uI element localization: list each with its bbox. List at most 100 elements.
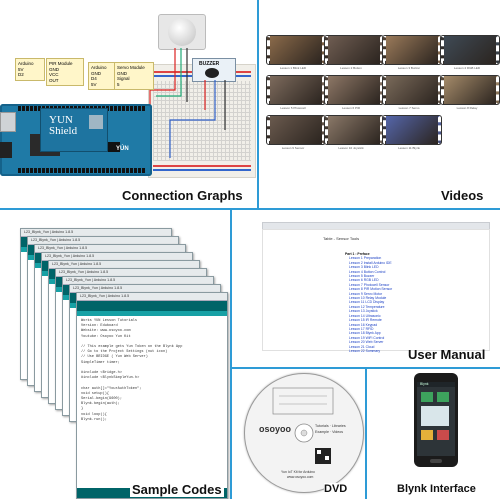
pin-label-line: GND	[91, 70, 101, 76]
video-thumbnail-caption: Lesson 7 Servo	[398, 106, 420, 110]
dvd-panel: osoyoo Tutorials · Libraries Example · V…	[232, 369, 365, 499]
pin-label-line: OUT	[49, 77, 59, 83]
toc-link[interactable]: Lesson 6 RGB LED	[349, 278, 379, 283]
ide-tab-strip	[77, 311, 227, 316]
toc-link[interactable]: Lesson 20 Web Server	[349, 340, 384, 345]
toc-link[interactable]: Lesson 19 WiFi Control	[349, 335, 385, 340]
code-line: #include <Bridge.h>	[81, 371, 122, 376]
pin-label-pir: PIR Module GND VCC OUT	[46, 58, 84, 86]
video-thumbnail-caption: Lesson 3 Buzzer	[397, 66, 421, 70]
buzzer-label: BUZZER	[199, 61, 220, 67]
video-thumbnail-caption: Lesson 5 Photocell	[280, 106, 306, 110]
video-thumbnail[interactable]	[266, 35, 326, 65]
toc-link[interactable]: Lesson 22 Summary	[349, 348, 381, 353]
toc-link[interactable]: Lesson 3 Blink LED	[349, 265, 379, 270]
buzzer-module: BUZZER	[192, 58, 236, 82]
video-thumbnail[interactable]	[440, 75, 500, 105]
videos-caption: Videos	[441, 188, 484, 203]
code-line: Blynk.run();	[81, 417, 107, 422]
toc-link[interactable]: Lesson 16 Keypad	[349, 322, 378, 327]
code-line: Youtube: Osoyoo Yun Kit	[81, 334, 131, 339]
blynk-interface-caption: Blynk Interface	[397, 483, 476, 495]
divider-horizontal-top	[0, 208, 500, 210]
code-line: #include <BlynkSimpleYun.h>	[81, 376, 140, 381]
pin-label-arduino-1: Arduino 5V D2	[15, 58, 45, 81]
pin-label-arduino-2: Arduino GND D4 5V	[88, 62, 116, 90]
sample-codes-caption: Sample Codes	[130, 482, 224, 497]
toc-link[interactable]: Lesson 1 Preparation	[349, 256, 382, 261]
toc-link[interactable]: Lesson 9 Servo Motor	[349, 291, 383, 296]
dvd-bottom-line: Yun IoT Kit for Arduino	[281, 470, 315, 474]
code-line: // This example gets Yun Token on the Bl…	[81, 345, 183, 350]
code-line: Website: www.osoyoo.com	[81, 329, 131, 334]
toc-link[interactable]: Lesson 10 Relay Module	[349, 296, 387, 301]
pin-label-line: D2	[18, 72, 24, 77]
code-line: SimpleTimer timer;	[81, 360, 120, 365]
connection-graphs-caption: Connection Graphs	[122, 188, 243, 203]
pin-label-line: D4	[91, 76, 97, 81]
pin-label-line: 5V	[91, 81, 97, 87]
toc-link[interactable]: Lesson 18 Blynk App	[349, 331, 381, 336]
video-thumbnail-caption: Lesson 9 Sensor	[281, 146, 305, 150]
toc-heading: Part 1 : Preface	[345, 252, 370, 256]
toc-link[interactable]: Lesson 12 Temperature	[349, 304, 385, 309]
ide-toolbar	[77, 301, 227, 311]
video-thumbnail[interactable]	[266, 75, 326, 105]
pin-label-line: GND	[117, 70, 127, 76]
phone-screen: Blynk	[417, 382, 455, 456]
video-thumbnail-caption: Lesson 11 Blynk	[398, 146, 420, 150]
toc-link[interactable]: Lesson 5 Buzzer	[349, 274, 375, 279]
blynk-panel: Blynk Blynk Interface	[367, 369, 500, 499]
video-thumbnail[interactable]	[382, 115, 442, 145]
toc-link[interactable]: Lesson 14 Ultrasonic	[349, 313, 381, 318]
toc-link[interactable]: Lesson 2 Install Arduino IDE	[349, 260, 392, 265]
toc-link[interactable]: Lesson 17 RFID	[349, 326, 374, 331]
toc-link[interactable]: Lesson 8 PIR Motion Sensor	[349, 287, 393, 292]
code-line: Blynk.begin(auth);	[81, 402, 120, 407]
dvd-line-art	[272, 387, 334, 464]
user-manual-caption: User Manual	[408, 347, 486, 362]
pin-label-line: Signal	[117, 76, 130, 81]
toc-link[interactable]: Lesson 4 Button Control	[349, 269, 386, 274]
code-line: }	[81, 407, 84, 412]
divider-vertical-bottom	[365, 369, 367, 499]
video-thumbnail[interactable]	[382, 35, 442, 65]
code-line: // Go to the Project Settings (nut icon)	[81, 350, 168, 355]
connection-graphs-panel: BUZZER Arduino 5V D2 PIR Module GND VCC …	[0, 0, 257, 208]
shield-name: YUN Shield	[49, 114, 78, 137]
toc-link[interactable]: Lesson 11 LCD Display	[349, 300, 385, 305]
toc-link[interactable]: Lesson 21 Cloud	[349, 344, 375, 349]
video-thumbnail[interactable]	[324, 35, 384, 65]
toc-link[interactable]: Lesson 7 Photocell Sensor	[349, 282, 390, 287]
video-thumbnail[interactable]	[324, 75, 384, 105]
manual-header: Table - Sensor Tools	[323, 236, 360, 241]
video-thumbnail-caption: Lesson 6 PIR	[341, 106, 360, 110]
smartphone: Blynk	[414, 373, 458, 467]
video-thumbnail[interactable]	[324, 115, 384, 145]
dvd-brand: osoyoo	[259, 424, 292, 434]
ide-window-title: L23_Blynk_Yun | Arduino 1.8.5	[77, 293, 227, 301]
pir-sensor	[158, 14, 206, 50]
video-thumbnail[interactable]	[440, 35, 500, 65]
pin-label-line: VCC	[49, 72, 59, 77]
dvd-disc: osoyoo Tutorials · Libraries Example · V…	[244, 373, 364, 493]
pin-label-line: Servo Module	[117, 65, 145, 70]
video-thumbnail-caption: Lesson 8 Relay	[456, 106, 478, 110]
code-line: Works YUN Lesson Tutorials	[81, 319, 138, 323]
pin-label-line: Arduino	[18, 61, 34, 66]
yun-logo: YÚN	[116, 146, 129, 152]
video-thumbnail-caption: Lesson 10 Joystick	[338, 146, 364, 150]
dvd-caption: DVD	[324, 483, 348, 495]
dvd-line: Example · Videos	[315, 430, 344, 434]
code-line: Serial.begin(9600);	[81, 397, 122, 402]
video-thumbnail[interactable]	[266, 115, 326, 145]
video-thumbnail[interactable]	[382, 75, 442, 105]
toc-link[interactable]: Lesson 15 IR Remote	[349, 318, 382, 323]
toc-link[interactable]: Lesson 13 Joystick	[349, 309, 378, 314]
dvd-bottom-line: www.osoyoo.com	[287, 475, 314, 479]
